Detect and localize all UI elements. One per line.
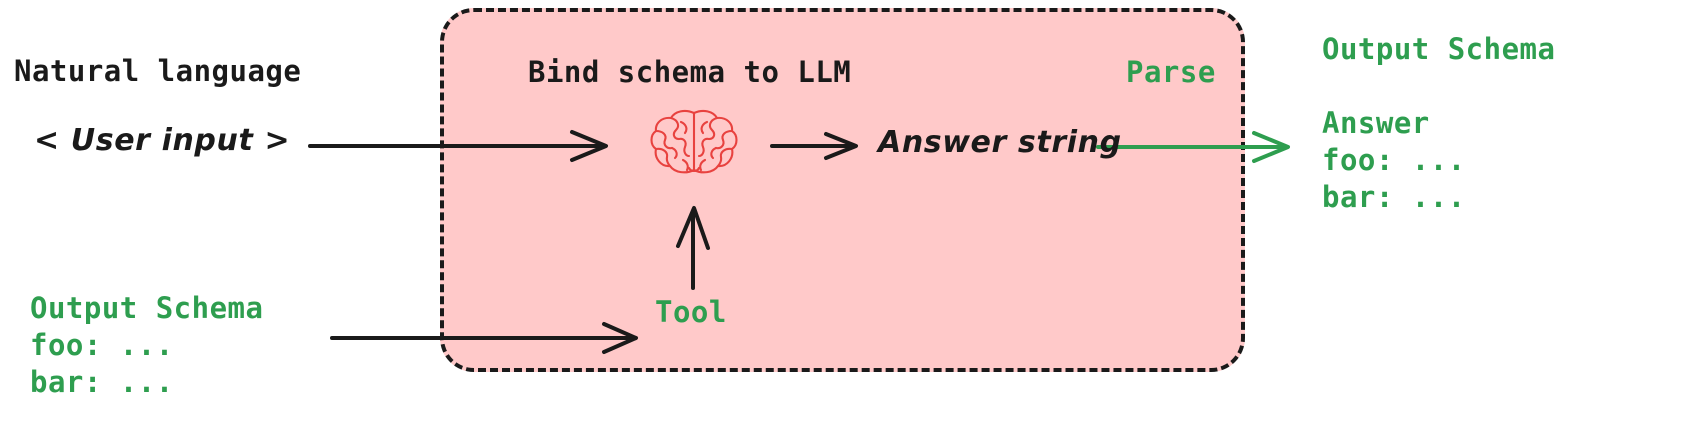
parse-label: Parse (1126, 55, 1216, 89)
answer-string-label: Answer string (878, 125, 1122, 160)
natural-language-heading: Natural language (14, 54, 302, 88)
input-output-schema-block: Output Schema foo: ... bar: ... (30, 291, 264, 400)
bind-schema-heading: Bind schema to LLM (528, 55, 852, 89)
user-input-text: < User input > (34, 123, 291, 158)
output-schema-result-block: Output Schema Answer foo: ... bar: ... (1322, 32, 1556, 215)
brain-icon (650, 109, 738, 174)
tool-label: Tool (655, 295, 727, 329)
llm-panel (440, 8, 1245, 372)
